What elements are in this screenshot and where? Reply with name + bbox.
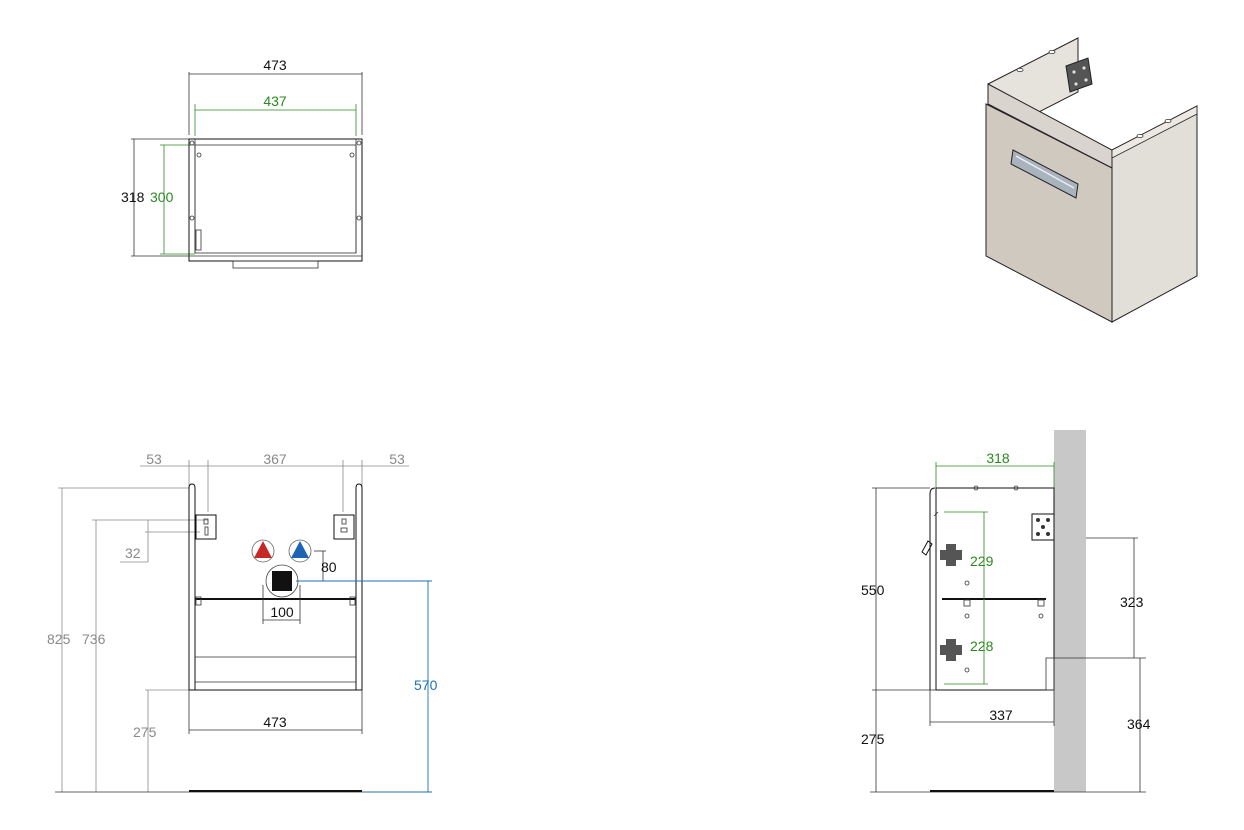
side-view: 318 550 275	[861, 430, 1151, 793]
cold-water-icon	[288, 539, 312, 563]
front-left-bracket	[195, 514, 217, 540]
top-cabinet-outline	[188, 138, 363, 262]
side-bracket	[1031, 513, 1055, 541]
side-top-depth-label: 318	[986, 450, 1010, 466]
front-drain-height-label: 570	[414, 677, 438, 693]
drain-icon	[265, 564, 299, 598]
top-handle	[232, 260, 319, 269]
top-inner-width-label: 437	[263, 93, 287, 109]
side-body-height-label: 550	[861, 582, 885, 598]
side-upper-shelf-label: 229	[970, 553, 994, 569]
top-depth-label: 318	[121, 189, 145, 205]
top-view: 473 437 318 300	[121, 57, 363, 269]
front-bracket-offset-label: 32	[125, 545, 141, 561]
side-lower-shelf-label: 228	[970, 638, 994, 654]
front-drain-offset-label: 80	[321, 559, 337, 575]
door-panel	[985, 103, 1113, 323]
front-view: 53 367 53 825 736 32 275	[47, 451, 438, 793]
top-inner-depth-label: 300	[150, 189, 174, 205]
front-floor-clearance-label: 275	[133, 724, 157, 740]
top-width-label: 473	[263, 57, 287, 73]
side-floor-clearance-label: 275	[861, 731, 885, 747]
front-drain-width-label: 100	[270, 604, 294, 620]
isometric-cabinet-view	[985, 37, 1198, 323]
front-right-margin-label: 53	[389, 451, 405, 467]
front-bracket-height-label: 736	[82, 631, 106, 647]
wall-bracket	[1065, 57, 1093, 93]
hot-water-icon	[251, 539, 275, 563]
side-wall-lower-label: 364	[1127, 716, 1151, 732]
side-depth-label: 337	[989, 707, 1013, 723]
front-width-label: 473	[263, 714, 287, 730]
side-cabinet-body	[935, 487, 1055, 691]
wall	[1054, 430, 1086, 792]
side-wall-upper-label: 323	[1120, 594, 1144, 610]
front-left-margin-label: 53	[146, 451, 162, 467]
upper-hinge	[940, 544, 962, 566]
front-center-span-label: 367	[263, 451, 287, 467]
lower-hinge	[940, 639, 962, 661]
front-right-bracket	[333, 514, 355, 540]
front-total-height-label: 825	[47, 631, 71, 647]
